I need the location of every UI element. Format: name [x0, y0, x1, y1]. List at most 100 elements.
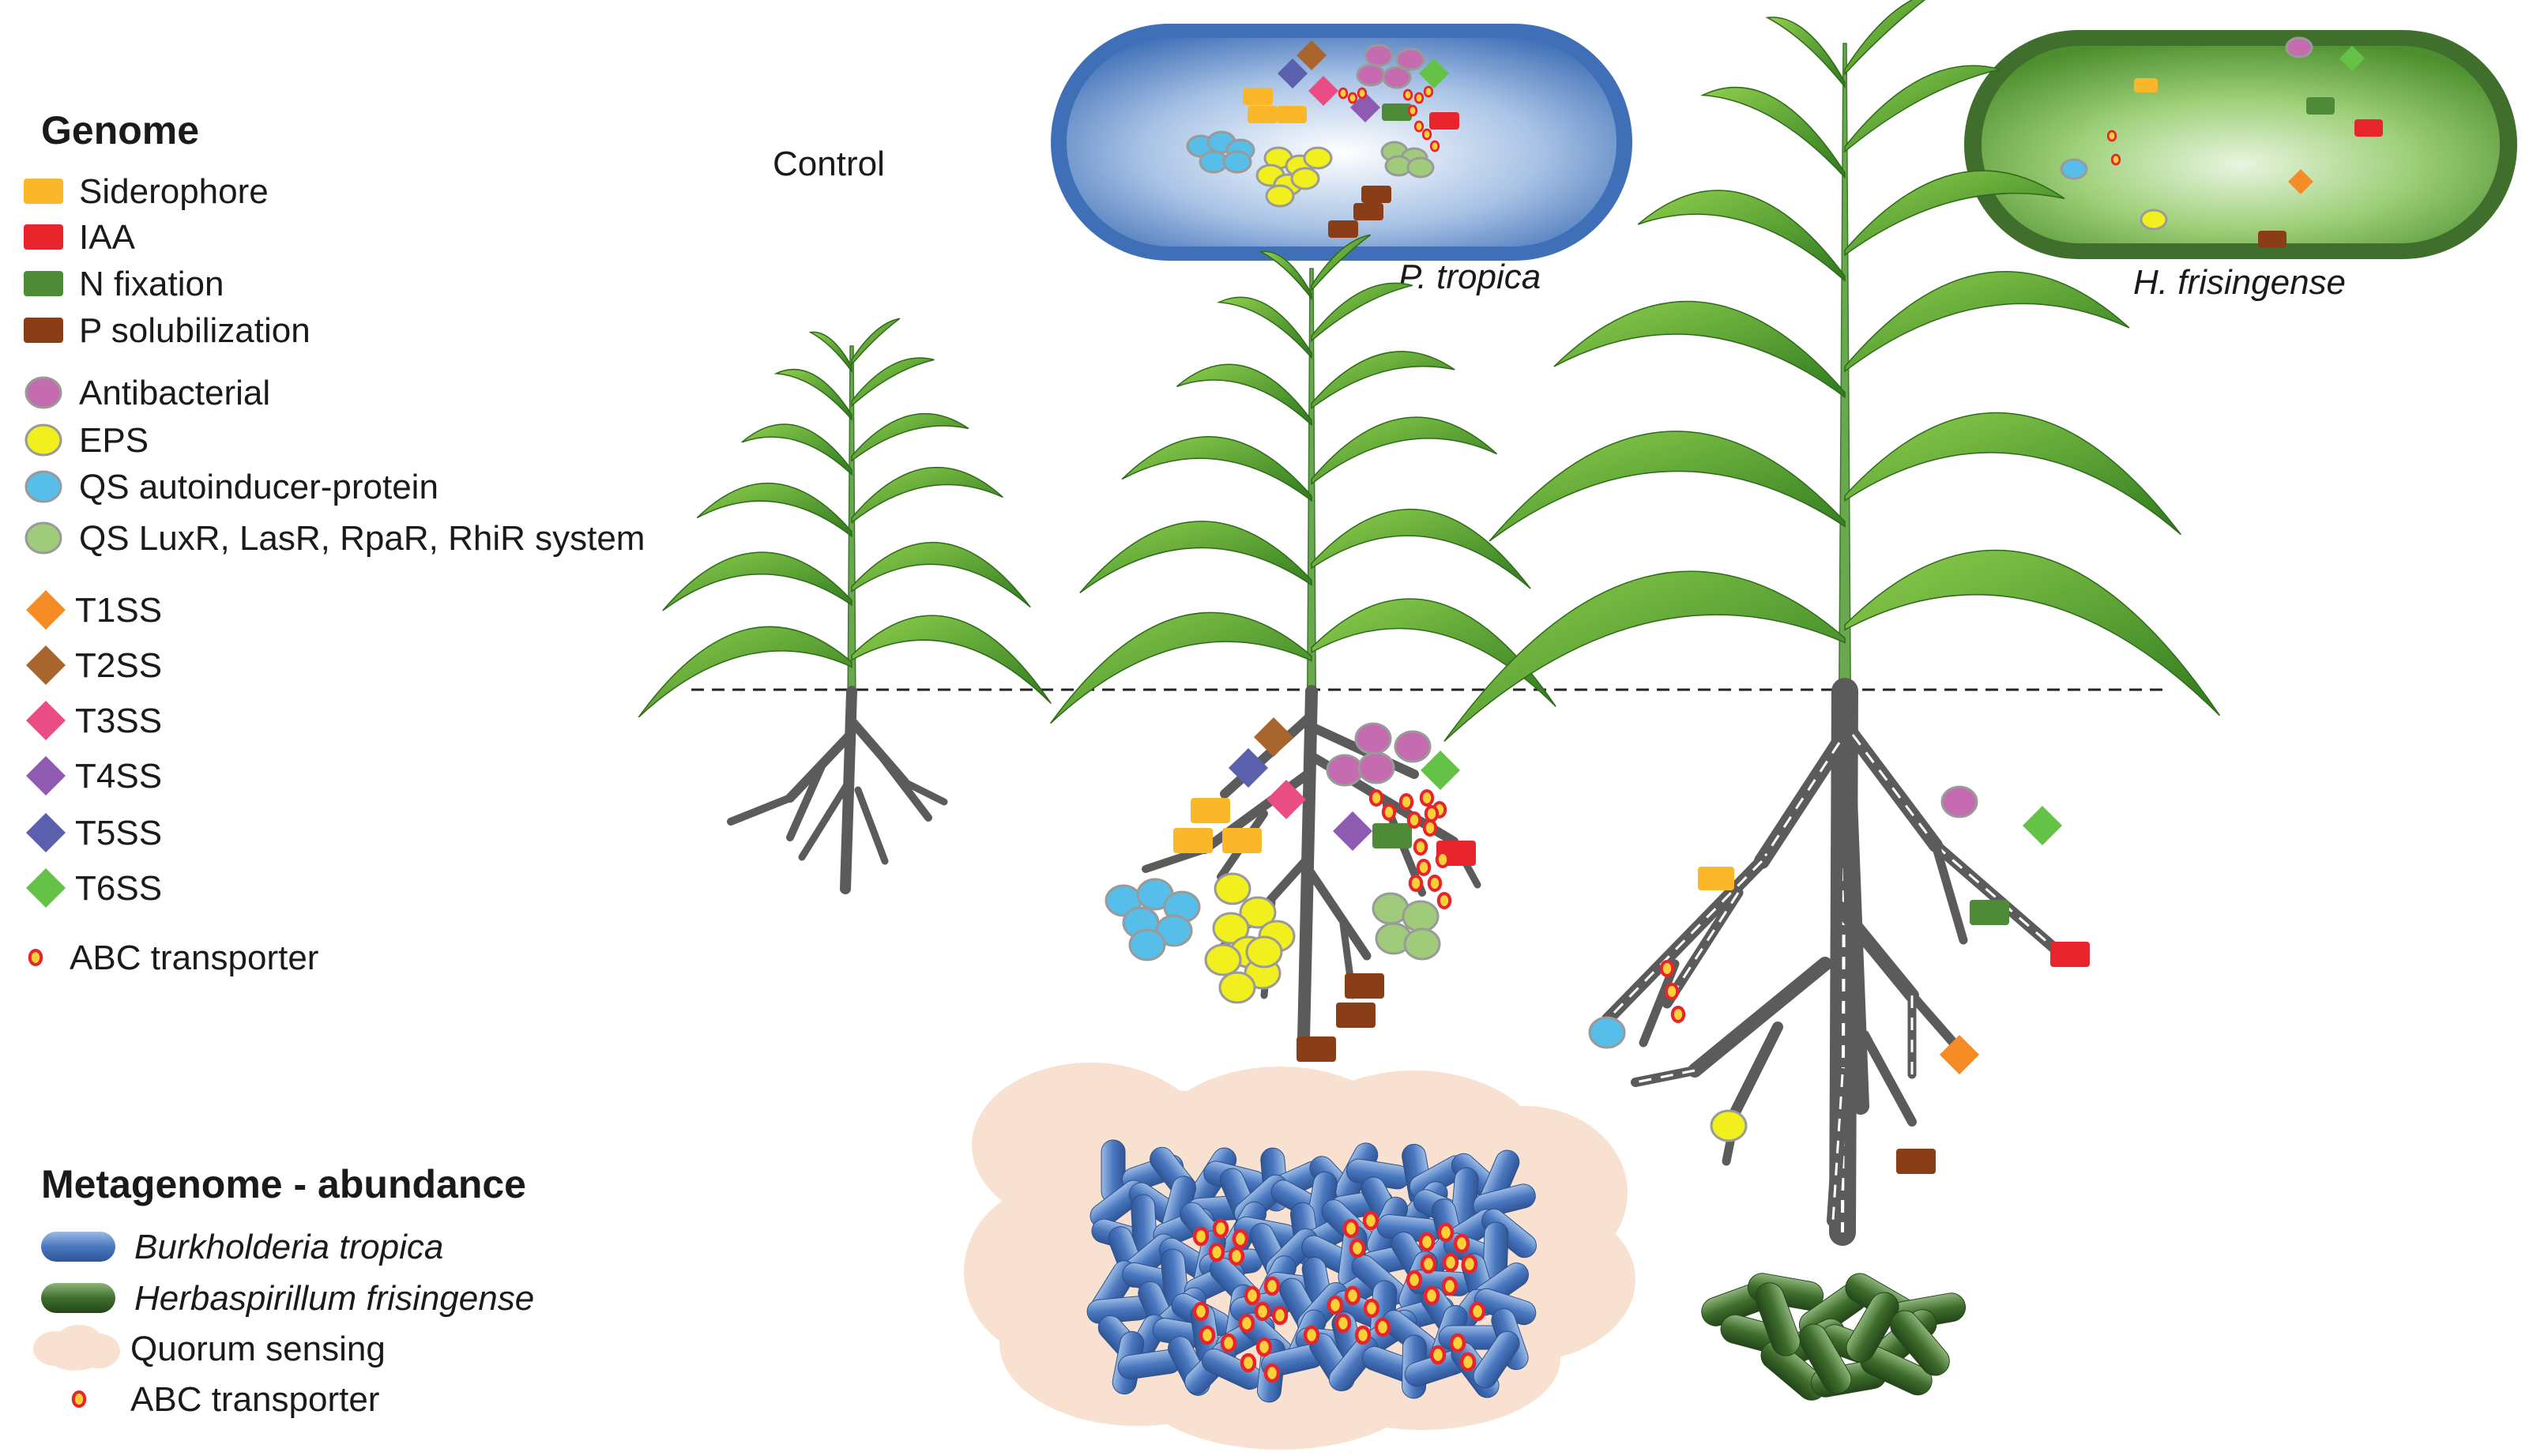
t5ss-swatch	[26, 813, 66, 852]
root-flow-line	[1606, 860, 1763, 1021]
qs-autoinducer-marker	[1128, 928, 1166, 961]
leaf	[1637, 190, 1846, 283]
root-segment	[786, 762, 826, 841]
abc-transporter-marker	[1419, 788, 1435, 807]
burkholderia-cell-body	[1473, 1330, 1520, 1389]
t6ss-marker	[1421, 751, 1460, 790]
leaf	[1553, 300, 1846, 399]
abc-transporter-marker	[1429, 140, 1440, 152]
antibacterial-marker	[1394, 730, 1432, 763]
abc-transporter-marker	[1469, 1301, 1486, 1322]
n-fixation-marker	[1970, 900, 2009, 925]
t4ss-marker	[1333, 811, 1372, 851]
abc-transporter-marker	[1413, 837, 1428, 856]
abc-transporter-metagenome-swatch	[71, 1390, 87, 1409]
t3ss-marker	[1308, 76, 1338, 106]
leaf	[1443, 570, 1846, 742]
p-solubilization-label: P solubilization	[79, 311, 311, 350]
antibacterial-marker	[1395, 47, 1425, 71]
t2ss-label: T2SS	[75, 646, 162, 685]
eps-marker	[1204, 943, 1242, 976]
root-segment	[1639, 959, 1680, 1048]
leaf	[1311, 282, 1413, 342]
abc-transporter-marker	[1334, 1313, 1352, 1334]
herbaspirillum-cell-body	[1846, 1292, 1899, 1363]
abc-transporter-marker	[1192, 1301, 1210, 1322]
burkholderia-cell	[1473, 1183, 1536, 1218]
burkholderia-cluster	[964, 1063, 1635, 1450]
abc-transporter-marker	[1459, 1352, 1477, 1372]
leaf	[1489, 431, 1846, 542]
t5ss-marker	[1278, 58, 1308, 88]
t2ss-swatch	[26, 645, 66, 685]
leaf	[1311, 598, 1556, 707]
abc-transporter-marker	[1398, 792, 1414, 811]
abc-transporter-marker	[1421, 128, 1432, 141]
abc-transporter-swatch	[28, 948, 43, 967]
root-segment	[901, 778, 948, 806]
iaa-label: IAA	[79, 218, 136, 257]
leaf	[851, 318, 901, 367]
abc-transporter-marker	[2106, 130, 2117, 142]
abc-transporter-marker	[1406, 811, 1422, 830]
abc-transporter-marker	[1212, 1218, 1229, 1239]
abc-transporter-marker	[1347, 92, 1358, 104]
root-flow-line	[1935, 844, 2055, 950]
p-solubilization-marker	[2258, 231, 2286, 248]
siderophore-label: Siderophore	[79, 172, 269, 211]
t1ss-marker	[1940, 1035, 1979, 1074]
abc-transporter-marker	[1192, 1226, 1210, 1247]
abc-transporter-marker	[1381, 803, 1397, 822]
abc-transporter-marker	[1232, 1228, 1249, 1249]
qs-luxr-marker	[1403, 927, 1441, 961]
h-frisingense-label: H. frisingense	[2133, 263, 2346, 302]
leaf	[1700, 86, 1846, 179]
t6ss-swatch	[26, 868, 66, 908]
eps-marker	[1245, 935, 1283, 969]
control-plant	[638, 318, 1052, 718]
leaf	[696, 482, 852, 538]
genome-legend-title: Genome	[41, 108, 199, 152]
abc-transporter-marker	[1363, 1298, 1380, 1319]
leaf	[1176, 363, 1312, 427]
antibacterial-marker	[1357, 751, 1395, 784]
root-flow-line	[1760, 742, 1841, 862]
leaf	[851, 466, 1003, 525]
abc-transporter-marker	[1238, 1313, 1255, 1334]
qs-luxr-lasr-rpar-rhir-system-swatch	[24, 521, 62, 555]
n-fixation-marker	[1372, 823, 1412, 848]
p-solubilization-marker	[1345, 973, 1384, 999]
burkholderia-cell	[1473, 1330, 1520, 1389]
abc-transporter-marker	[1199, 1325, 1216, 1345]
t4ss-label: T4SS	[75, 757, 162, 796]
herbaspirillum-cell-body	[1890, 1310, 1950, 1376]
abc-transporter-marker	[1406, 1270, 1423, 1290]
leaf	[851, 615, 1052, 704]
p-solubilization-marker	[1297, 1037, 1336, 1062]
leaf	[1844, 412, 2181, 536]
quorum-sensing-swatch	[33, 1325, 120, 1371]
p-solubilization-marker	[1896, 1149, 1936, 1174]
root-segment	[1860, 1030, 1917, 1127]
leaf	[851, 541, 1031, 608]
iaa-marker	[2050, 942, 2090, 967]
t6ss-marker	[2023, 806, 2062, 845]
h-frisingense-root-markers	[1588, 785, 2090, 1174]
abc-transporter-marker	[1418, 1232, 1436, 1252]
metagenome-item-label: ABC transporter	[130, 1380, 379, 1419]
qs-luxr-lasr-rpar-rhir-system-label: QS LuxR, LasR, RpaR, RhiR system	[79, 519, 645, 558]
qs-autoinducer-marker	[1588, 1016, 1626, 1049]
abc-transporter-marker	[1453, 1233, 1470, 1254]
burkholderia-cell-body	[1473, 1183, 1536, 1218]
abc-transporter-marker	[1357, 87, 1368, 100]
root-segment	[1688, 957, 1832, 1078]
abc-transporter-marker	[1208, 1242, 1225, 1262]
leaf	[851, 412, 969, 462]
antibacterial-marker	[2285, 36, 2313, 58]
siderophore-marker	[1222, 828, 1262, 853]
abc-transporter-marker	[1423, 85, 1434, 98]
root-segment	[1220, 714, 1312, 799]
t3ss-marker	[1266, 780, 1306, 819]
antibacterial-marker	[1940, 785, 1978, 818]
eps-marker	[1265, 184, 1295, 208]
